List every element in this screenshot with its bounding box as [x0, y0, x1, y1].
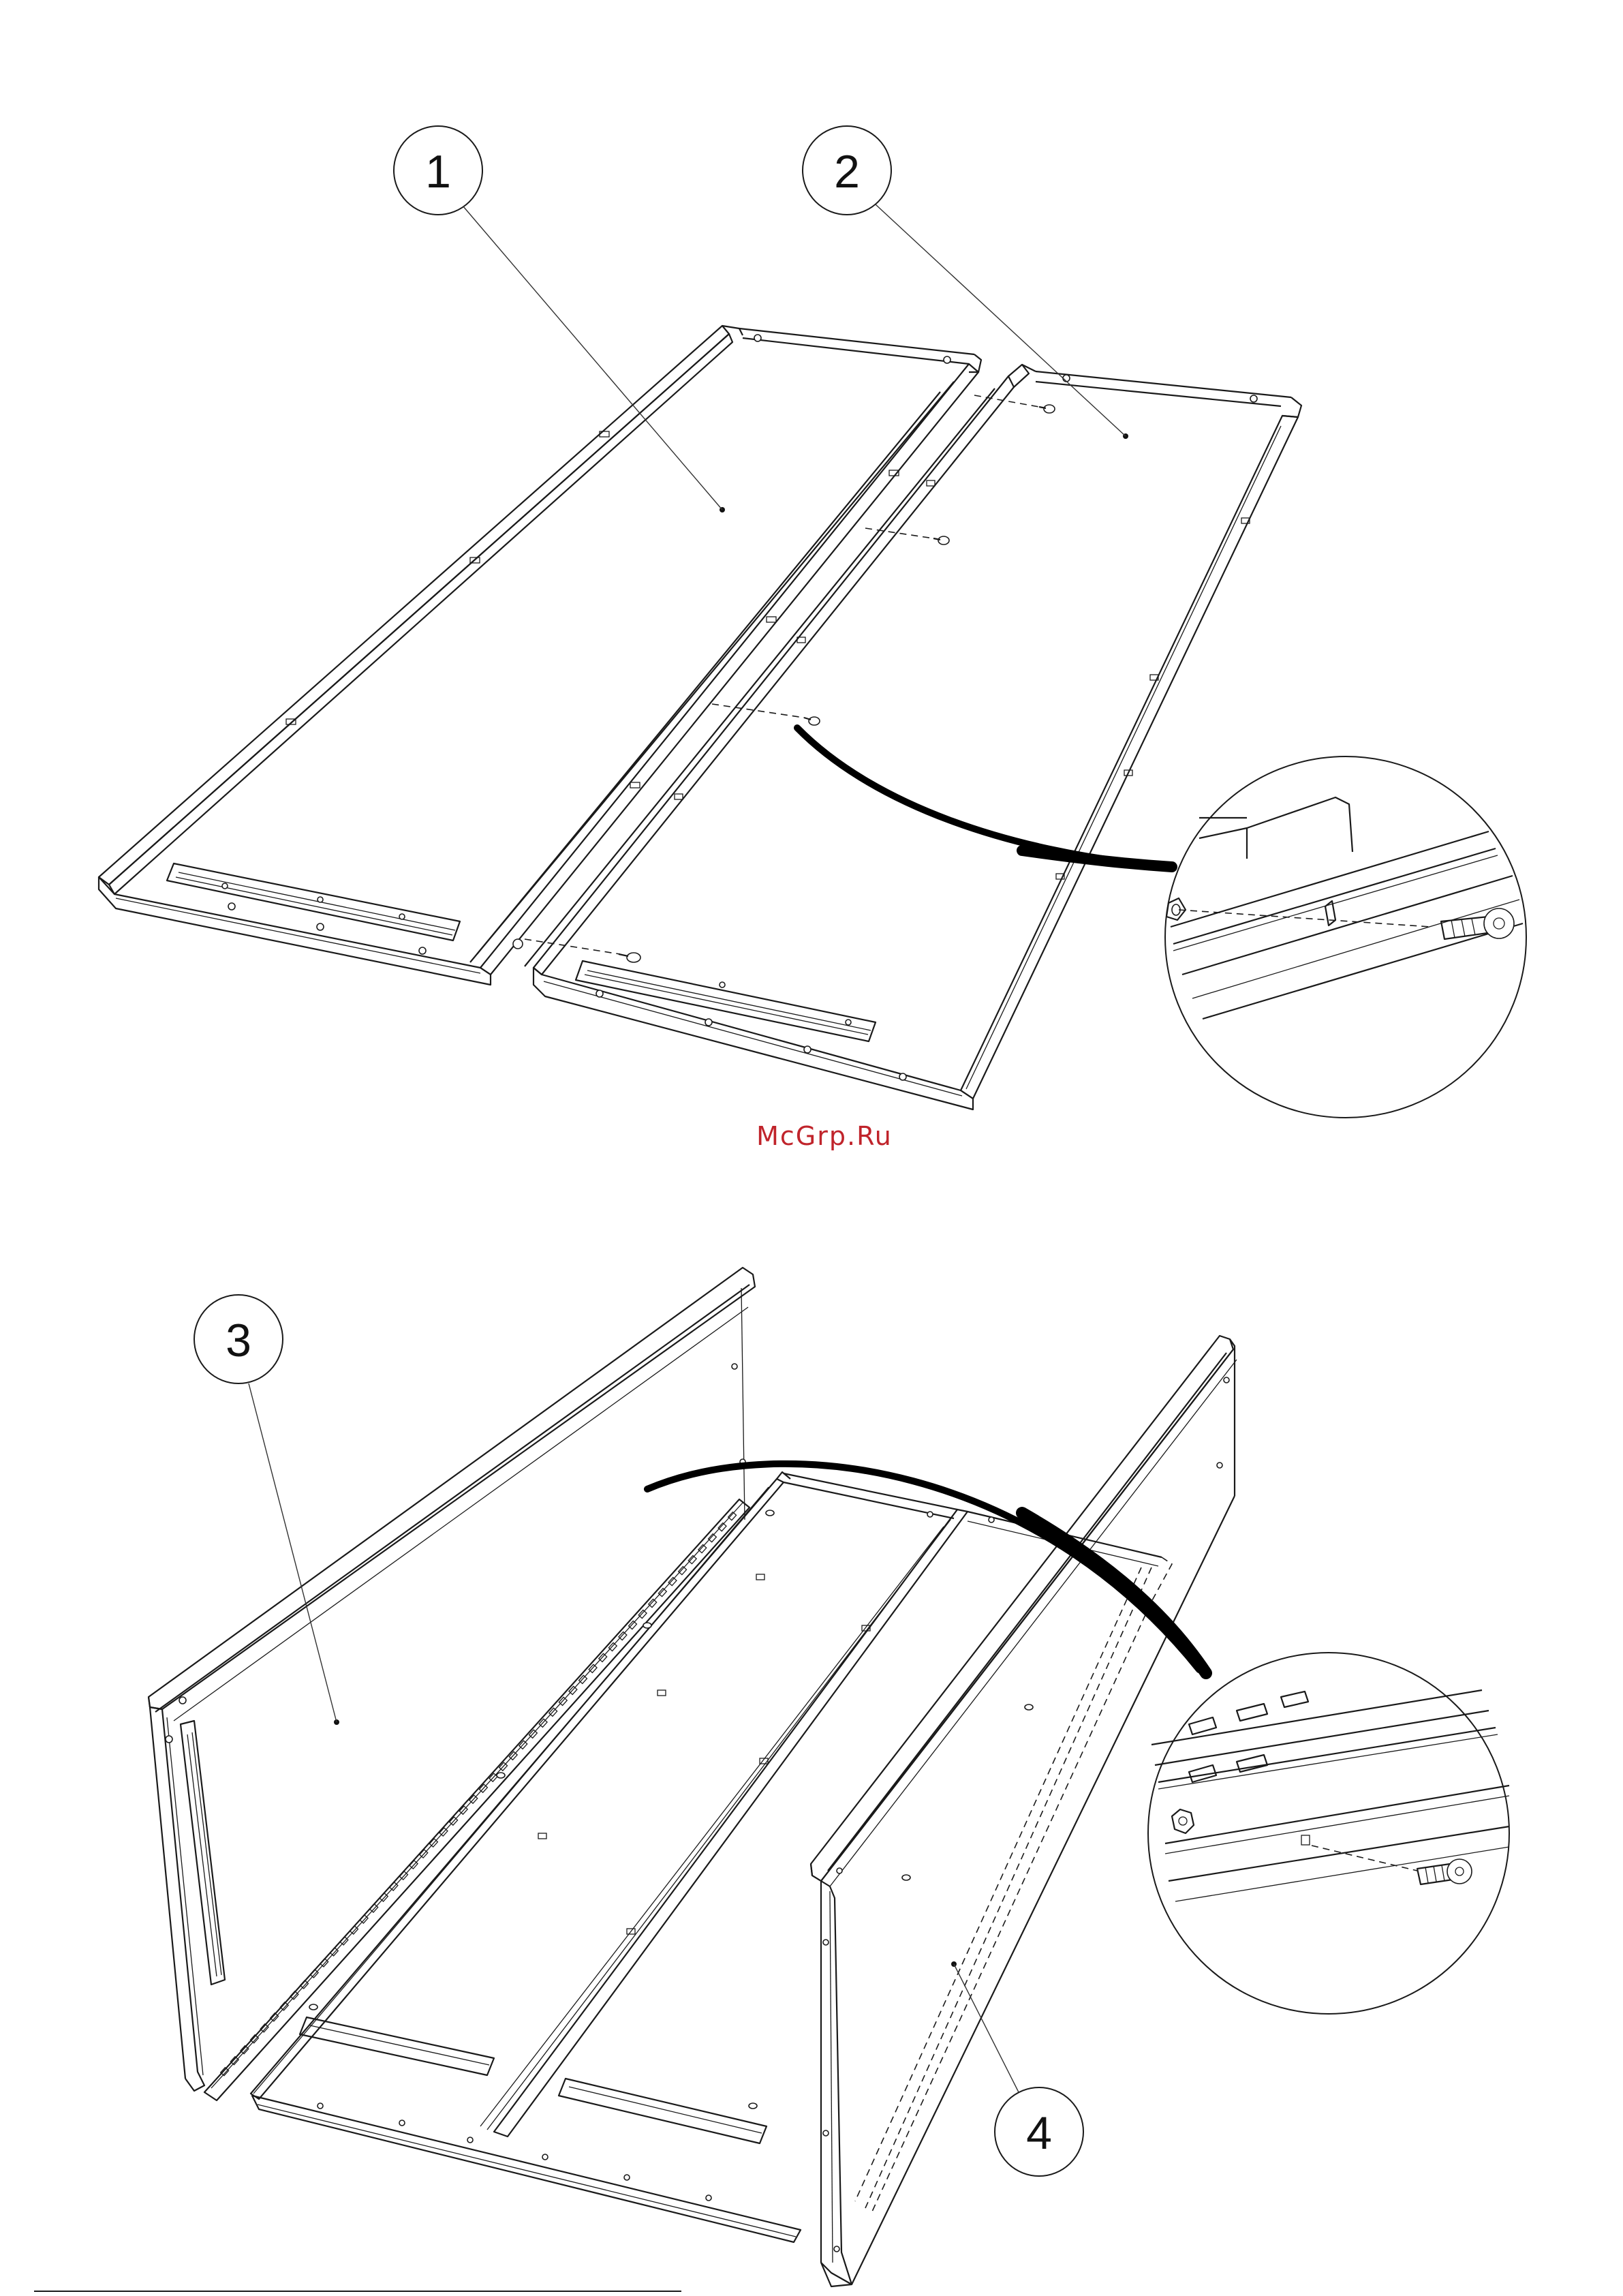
rail-slot: [718, 1523, 726, 1531]
rail-slot: [638, 1610, 647, 1618]
screw-icon: [643, 1623, 651, 1628]
rail-slot: [629, 1621, 637, 1629]
screw-icon: [309, 2004, 318, 2010]
callout-3-number: 3: [226, 1315, 251, 1366]
screw-icon: [497, 1773, 505, 1778]
rail-slot: [221, 2068, 229, 2076]
detail-view-bottom: [1148, 1653, 1509, 2014]
rail-slot: [679, 1567, 687, 1575]
rail-slot: [668, 1578, 677, 1586]
screw-icon: [619, 953, 640, 962]
rail-slot: [619, 1632, 627, 1640]
detail-connector-arc-top: [797, 728, 1158, 866]
rail-slot: [658, 1589, 666, 1597]
panel-1: [99, 326, 981, 985]
screw-icon: [1025, 1704, 1033, 1710]
watermark: McGrp.Ru: [756, 1121, 893, 1151]
callout-3: 3: [194, 1295, 337, 1722]
rail-slot: [728, 1512, 737, 1520]
rail-slot: [688, 1556, 696, 1564]
callout-4: 4: [954, 1964, 1083, 2176]
screw-icon: [804, 717, 820, 725]
rail-slot: [608, 1642, 617, 1651]
screw-icon: [902, 1875, 910, 1880]
callout-2-number: 2: [834, 146, 860, 198]
screw-icon: [766, 1510, 774, 1516]
screw-icon: [1039, 405, 1055, 413]
panel-3: [149, 1268, 755, 2100]
screw-icon: [933, 536, 949, 545]
screw-icon: [749, 2103, 757, 2109]
callout-4-number: 4: [1026, 2107, 1052, 2159]
rail-slot: [698, 1545, 707, 1553]
callout-1-number: 1: [425, 146, 451, 198]
rail-slot: [649, 1599, 657, 1607]
callout-1: 1: [394, 126, 722, 510]
rail-slot: [708, 1534, 716, 1542]
detail-view-top: [1165, 756, 1526, 1118]
